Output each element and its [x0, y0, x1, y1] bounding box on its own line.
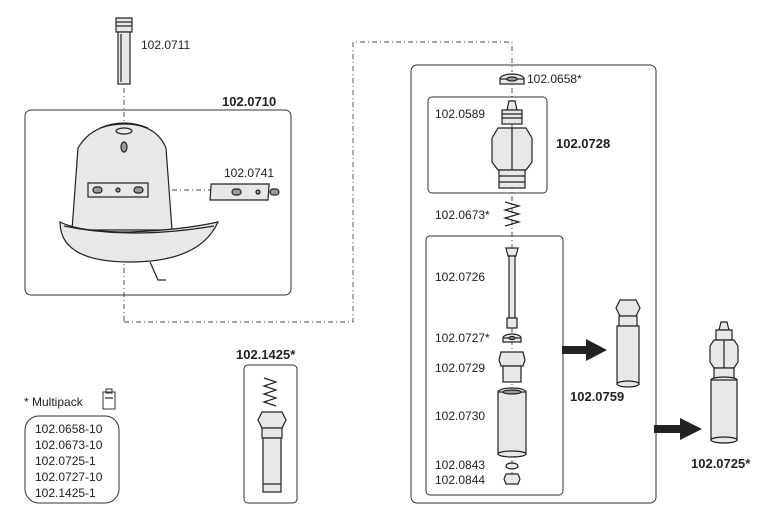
arrow-to-0725 [654, 418, 702, 440]
box-inner-parts [425, 235, 564, 496]
box-0728 [427, 96, 548, 194]
label-0710: 102.0710 [222, 94, 276, 109]
multipack-item: 102.0658-10 [35, 422, 103, 436]
label-0728: 102.0728 [556, 136, 610, 151]
insert-0759-drawing [615, 299, 641, 388]
label-0759: 102.0759 [570, 389, 624, 404]
tube-0730-drawing [497, 387, 527, 458]
label-0730: 102.0730 [435, 409, 485, 423]
washer-0727-drawing [502, 333, 522, 343]
plate-0741-drawing [209, 183, 280, 201]
label-0843: 102.0843 [435, 458, 485, 472]
bowl-box [24, 109, 292, 296]
label-0844: 102.0844 [435, 473, 485, 487]
drinking-bowl-drawing [59, 122, 220, 281]
spring-0673-drawing [502, 201, 522, 227]
multipack-item: 102.0673-10 [35, 438, 103, 452]
label-0673: 102.0673* [435, 208, 490, 222]
arrow-to-0759 [562, 339, 607, 361]
multipack-list-box [24, 415, 120, 504]
nipple-0711-drawing [115, 17, 133, 85]
label-0726: 102.0726 [435, 270, 485, 284]
label-0711: 102.0711 [141, 38, 190, 52]
valve-body-0728-drawing [491, 100, 533, 189]
label-0741: 102.0741 [224, 166, 274, 180]
valve-0725-drawing [709, 321, 739, 444]
pin-0726-drawing [505, 247, 519, 329]
box-1425 [243, 364, 298, 504]
label-0658: 102.0658* [527, 72, 582, 86]
label-0729: 102.0729 [435, 361, 485, 375]
label-0727: 102.0727* [435, 331, 490, 345]
sleeve-0729-drawing [498, 351, 526, 383]
label-0725: 102.0725* [691, 456, 751, 471]
multipack-icon [102, 388, 116, 410]
label-0589: 102.0589 [435, 107, 485, 121]
valve-assembly-box [410, 64, 657, 504]
multipack-item: 102.0725-1 [35, 454, 96, 468]
kit-1425-drawing [257, 377, 287, 493]
multipack-item: 102.0727-10 [35, 470, 103, 484]
multipack-title: * Multipack [24, 395, 84, 409]
label-1425: 102.1425* [236, 347, 296, 362]
nut-0658-drawing [499, 73, 525, 85]
nut-0844-drawing [503, 473, 521, 485]
ring-0843-drawing [505, 462, 519, 470]
multipack-item: 102.1425-1 [35, 486, 96, 500]
